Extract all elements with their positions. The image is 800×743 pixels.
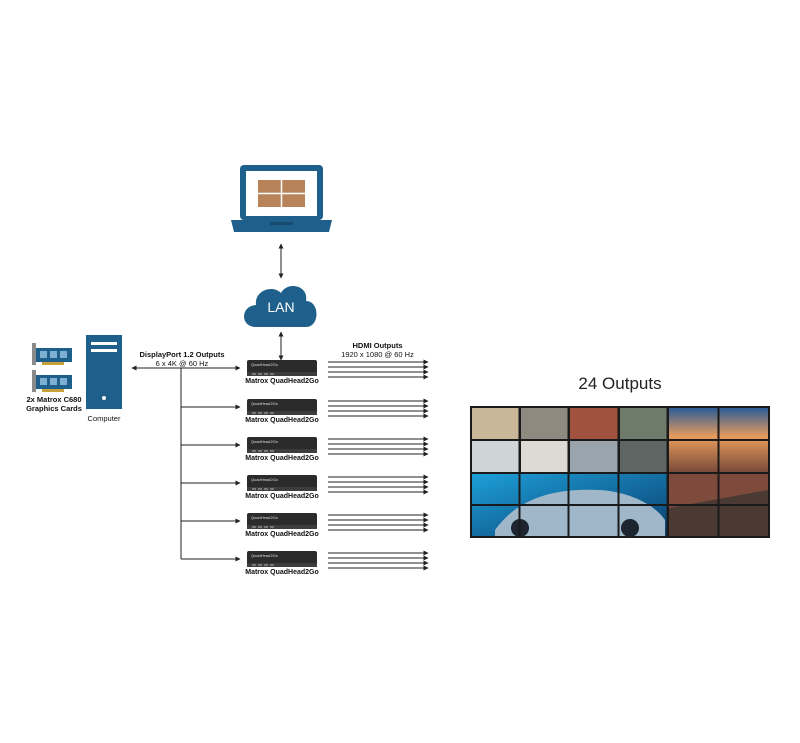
quadhead2go-label: Matrox QuadHead2Go bbox=[245, 493, 319, 500]
video-wall-title: 24 Outputs bbox=[578, 374, 662, 393]
computer-label: Computer bbox=[87, 414, 121, 423]
hdmi-subtitle: 1920 x 1080 @ 60 Hz bbox=[341, 350, 414, 359]
quadhead2go-device-icon bbox=[247, 513, 317, 529]
quadhead2go-label: Matrox QuadHead2Go bbox=[245, 569, 319, 576]
graphics-card-icon bbox=[32, 370, 72, 392]
hdmi-label: HDMI Outputs 1920 x 1080 @ 60 Hz bbox=[335, 341, 420, 359]
graphics-cards-label-line2: Graphics Cards bbox=[26, 404, 82, 413]
quadhead2go-device-icon bbox=[247, 360, 317, 376]
device-brand-tag: QuadHead2Go bbox=[251, 401, 278, 406]
quadhead2go-label: Matrox QuadHead2Go bbox=[245, 417, 319, 424]
graphics-cards-label-line1: 2x Matrox C680 bbox=[26, 395, 82, 404]
lan-cloud-icon bbox=[244, 286, 317, 327]
computer-tower-icon bbox=[86, 335, 122, 409]
quadhead2go-device-icon bbox=[247, 399, 317, 415]
video-wall bbox=[470, 406, 770, 538]
device-brand-tag: QuadHead2Go bbox=[251, 439, 278, 444]
laptop-icon bbox=[231, 165, 332, 232]
quadhead2go-label: Matrox QuadHead2Go bbox=[245, 378, 319, 385]
quadhead2go-label: Matrox QuadHead2Go bbox=[245, 455, 319, 462]
quadhead2go-device-icon bbox=[247, 551, 317, 567]
displayport-subtitle: 6 x 4K @ 60 Hz bbox=[155, 359, 209, 368]
device-brand-tag: QuadHead2Go bbox=[251, 553, 278, 558]
quadhead2go-device-icon bbox=[247, 475, 317, 491]
quadhead2go-device-icon bbox=[247, 437, 317, 453]
hdmi-title: HDMI Outputs bbox=[352, 341, 403, 350]
device-brand-tag: QuadHead2Go bbox=[251, 515, 278, 520]
displayport-title: DisplayPort 1.2 Outputs bbox=[139, 350, 225, 359]
device-brand-tag: QuadHead2Go bbox=[251, 362, 278, 367]
lan-label: LAN bbox=[267, 299, 295, 315]
quadhead2go-label: Matrox QuadHead2Go bbox=[245, 531, 319, 538]
device-brand-tag: QuadHead2Go bbox=[251, 477, 278, 482]
graphics-card-icon bbox=[32, 343, 72, 365]
graphics-cards-label: 2x Matrox C680 Graphics Cards bbox=[22, 395, 86, 413]
displayport-label: DisplayPort 1.2 Outputs 6 x 4K @ 60 Hz bbox=[137, 350, 227, 368]
